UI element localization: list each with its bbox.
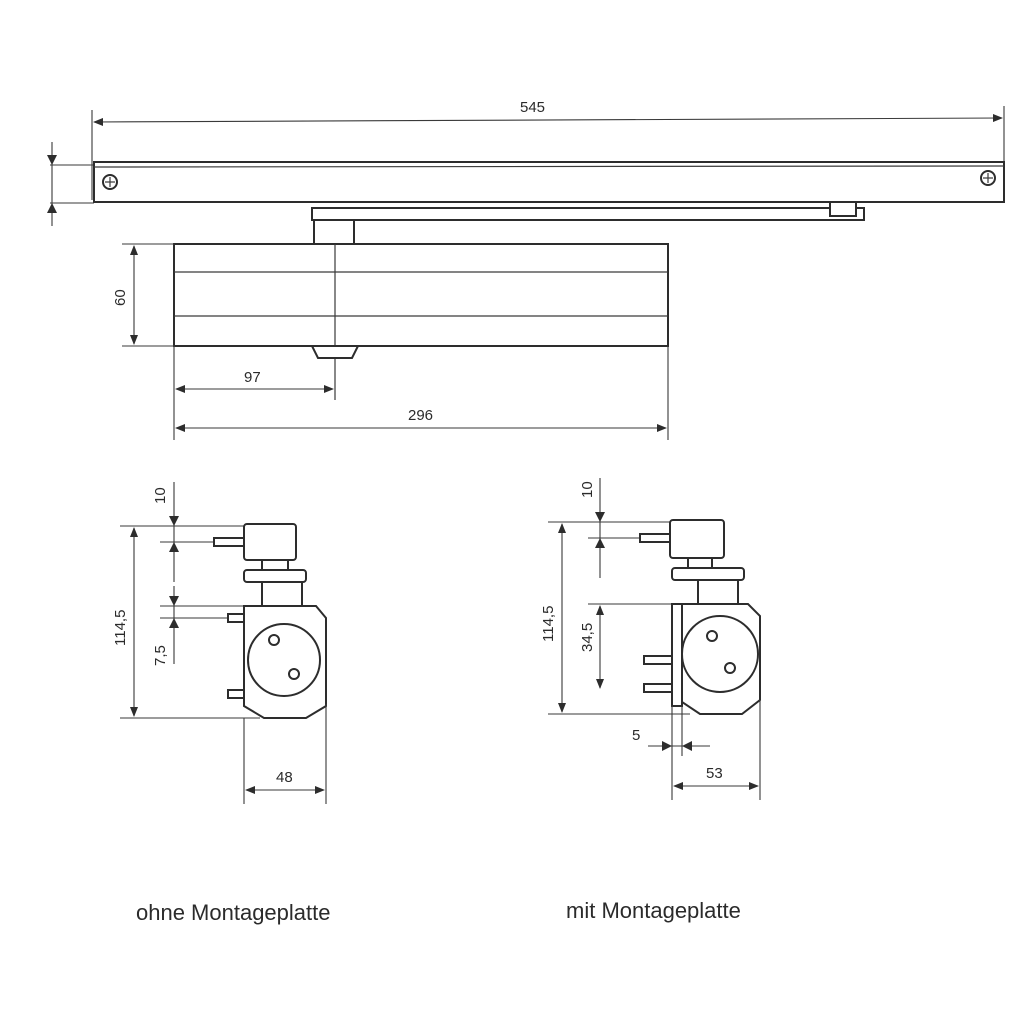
mounting-pin (643, 655, 673, 665)
closer-arm (311, 207, 865, 221)
plate-offset-label: 5 (632, 727, 640, 744)
arrow (47, 203, 57, 213)
plate-height-label: 34,5 (579, 623, 596, 652)
pin-gap-label: 7,5 (152, 645, 169, 666)
spindle-shaft (261, 559, 289, 571)
arrow (47, 155, 57, 165)
side-view-with-plate: 10 114,5 34,5 5 53 mit Montageplatte (540, 478, 761, 923)
dim-line-rail-length (93, 114, 1003, 126)
arm-spindle (313, 219, 355, 245)
spindle-neck (697, 579, 739, 605)
mounting-plate (671, 603, 683, 707)
fixing-hole (288, 668, 300, 680)
slider-block (829, 201, 857, 217)
rail-length-label: 545 (520, 99, 545, 116)
closer-body (173, 243, 669, 347)
spindle-nut (671, 567, 745, 581)
mounting-pin (227, 613, 245, 623)
screw-icon (980, 170, 996, 186)
arm-offset-label: 97 (244, 369, 261, 386)
slider-pin (213, 537, 245, 547)
caption-without-plate: ohne Montageplatte (136, 900, 331, 925)
screw-icon (102, 174, 118, 190)
slider-box (669, 519, 725, 559)
width-label: 53 (706, 765, 723, 782)
top-gap-label: 10 (152, 487, 169, 504)
fixing-hole (268, 634, 280, 646)
total-height-label: 114,5 (540, 606, 557, 642)
top-gap-label: 10 (579, 481, 596, 498)
body-foot (310, 345, 360, 359)
mounting-pin (643, 683, 673, 693)
body-height-label: 60 (112, 289, 129, 306)
housing-disc (247, 623, 321, 697)
total-height-label: 114,5 (112, 610, 129, 646)
fixing-hole (724, 662, 736, 674)
spindle-shaft (687, 557, 713, 569)
caption-with-plate: mit Montageplatte (566, 898, 741, 923)
top-view: 545 60 (47, 99, 1005, 440)
body-length-label: 296 (408, 407, 433, 424)
side-view-without-plate: 10 114,5 7,5 48 ohne Montageplatte (112, 482, 331, 925)
slider-pin (639, 533, 671, 543)
width-label: 48 (276, 769, 293, 786)
spindle-neck (261, 581, 303, 607)
fixing-hole (706, 630, 718, 642)
slider-box (243, 523, 297, 561)
slide-rail (93, 161, 1005, 203)
mounting-pin (227, 689, 245, 699)
housing-disc (681, 615, 759, 693)
rail-edge-line (93, 165, 1005, 168)
spindle-nut (243, 569, 307, 583)
